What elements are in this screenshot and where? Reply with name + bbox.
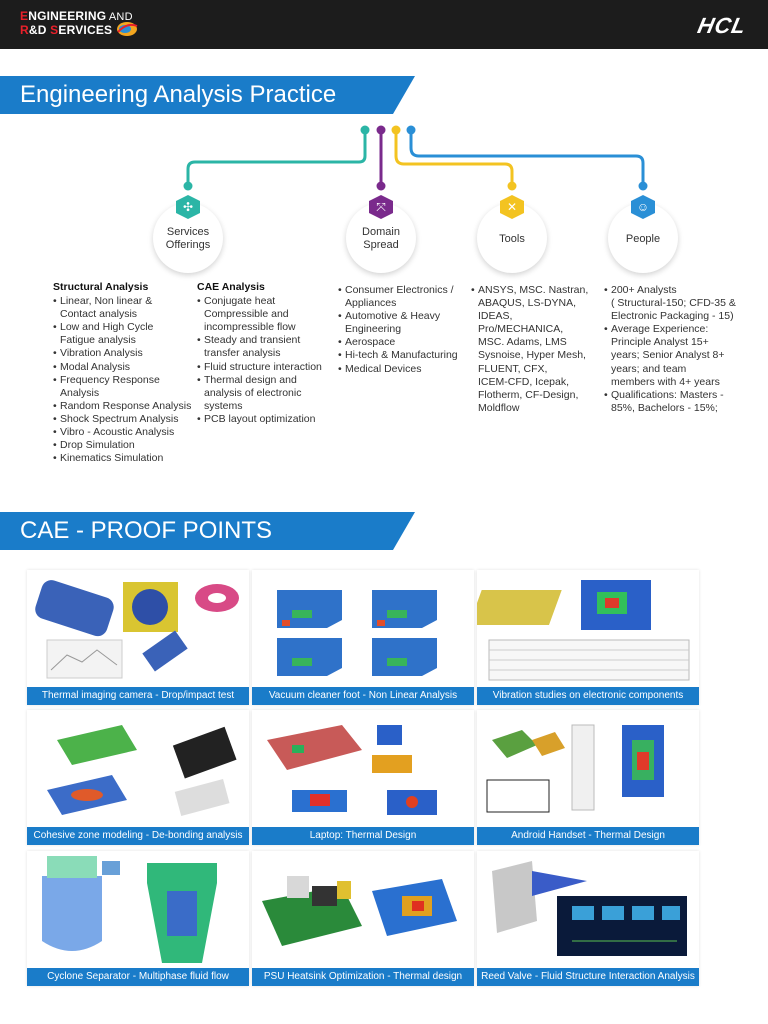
proof-card: Cohesive zone modeling - De-bonding anal… xyxy=(27,710,249,845)
section-banner-analysis: Engineering Analysis Practice xyxy=(0,76,415,114)
list-item: Random Response Analysis xyxy=(53,400,193,413)
proof-card: Thermal imaging camera - Drop/impact tes… xyxy=(27,570,249,705)
proof-card: Vacuum cleaner foot - Non Linear Analysi… xyxy=(252,570,474,705)
proof-image xyxy=(477,710,699,825)
section-title: Engineering Analysis Practice xyxy=(20,81,337,108)
list-item: Fluid structure interaction xyxy=(197,361,332,374)
node-tools: ✕ Tools xyxy=(477,195,547,273)
expand-icon: ⤧ xyxy=(369,195,393,219)
list-item: PCB layout optimization xyxy=(197,413,332,426)
node-people: ☺ People xyxy=(608,195,678,273)
tools-icon: ✕ xyxy=(500,195,524,219)
list-item: Vibration Analysis xyxy=(53,347,193,360)
list-item: Drop Simulation xyxy=(53,439,193,452)
list-item: Aerospace xyxy=(338,336,463,349)
proof-card: Reed Valve - Fluid Structure Interaction… xyxy=(477,851,699,986)
proof-image xyxy=(252,710,474,825)
structural-analysis-list: Structural Analysis Linear, Non linear &… xyxy=(53,281,193,465)
proof-card: PSU Heatsink Optimization - Thermal desi… xyxy=(252,851,474,986)
list-item: Consumer Electronics /Appliances xyxy=(338,284,463,310)
proof-image xyxy=(477,570,699,685)
proof-card: Vibration studies on electronic componen… xyxy=(477,570,699,705)
domain-list: Consumer Electronics /AppliancesAutomoti… xyxy=(338,284,463,376)
list-item: Shock Spectrum Analysis xyxy=(53,413,193,426)
proof-image xyxy=(27,570,249,685)
proof-image xyxy=(27,851,249,966)
list-item: 200+ Analysts( Structural-150; CFD-35 &E… xyxy=(604,284,744,323)
node-services-offerings: ✣ Services Offerings xyxy=(153,195,223,273)
list-item: Modal Analysis xyxy=(53,361,193,374)
proof-card: Cyclone Separator - Multiphase fluid flo… xyxy=(27,851,249,986)
proof-image xyxy=(252,570,474,685)
tools-list: ANSYS, MSC. Nastran,ABAQUS, LS-DYNA,IDEA… xyxy=(471,284,589,415)
proof-image xyxy=(252,851,474,966)
list-item: Linear, Non linear &Contact analysis xyxy=(53,295,193,321)
list-item: Average Experience:Principle Analyst 15+… xyxy=(604,323,744,388)
proof-card: Android Handset - Thermal Design xyxy=(477,710,699,845)
person-icon: ☺ xyxy=(631,195,655,219)
brand-wordmark: ENGINEERING AND R&D SERVICES xyxy=(20,9,133,37)
hcl-logo: HCL xyxy=(695,13,749,38)
brand-swoosh-icon xyxy=(117,22,138,36)
people-list: 200+ Analysts( Structural-150; CFD-35 &E… xyxy=(604,284,744,415)
section-title: CAE - PROOF POINTS xyxy=(20,517,273,544)
list-item: ANSYS, MSC. Nastran,ABAQUS, LS-DYNA,IDEA… xyxy=(471,284,589,415)
proof-image xyxy=(27,710,249,825)
network-icon: ✣ xyxy=(176,195,200,219)
node-domain-spread: ⤧ Domain Spread xyxy=(346,195,416,273)
connector-lines xyxy=(183,125,648,191)
list-item: Medical Devices xyxy=(338,363,463,376)
cae-analysis-list: CAE Analysis Conjugate heatCompressible … xyxy=(197,281,332,426)
list-item: Kinematics Simulation xyxy=(53,452,193,465)
top-header: ENGINEERING AND R&D SERVICES HCL xyxy=(0,0,768,49)
section-banner-proof-points: CAE - PROOF POINTS xyxy=(0,512,415,550)
proof-image xyxy=(477,851,699,966)
list-item: Hi-tech & Manufacturing xyxy=(338,349,463,362)
proof-card: Laptop: Thermal Design xyxy=(252,710,474,845)
list-item: Vibro - Acoustic Analysis xyxy=(53,426,193,439)
list-item: Qualifications: Masters -85%, Bachelors … xyxy=(604,389,744,415)
